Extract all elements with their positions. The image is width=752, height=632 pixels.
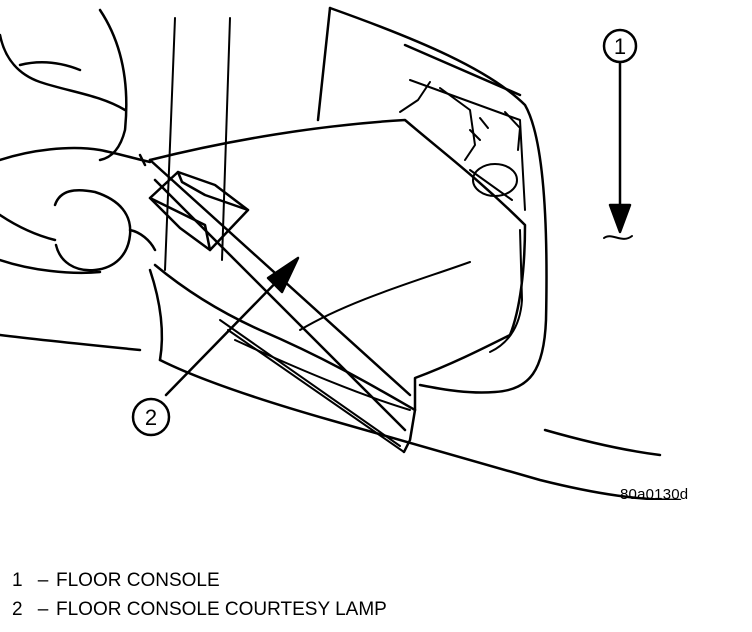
legend-item-2: 2–FLOOR CONSOLE COURTESY LAMP (12, 595, 387, 624)
legend-label: FLOOR CONSOLE COURTESY LAMP (56, 599, 387, 620)
console-side-panel (316, 6, 548, 394)
callout-legend: 1–FLOOR CONSOLE 2–FLOOR CONSOLE COURTESY… (12, 566, 387, 624)
callout-1: 1 (602, 28, 638, 240)
callout-2-circle (131, 397, 171, 437)
callout-1-number: 1 (614, 34, 626, 59)
legend-number: 2 (12, 599, 23, 620)
console-base-contour (0, 17, 682, 500)
courtesy-lamp-housing (138, 118, 527, 454)
callout-2-number: 2 (145, 405, 157, 430)
callout-1-arrowhead (608, 203, 632, 234)
legend-label: FLOOR CONSOLE (56, 570, 220, 591)
callout-2: 2 (131, 256, 300, 437)
console-illustration: 1 2 (0, 6, 682, 500)
callout-2-arrow-line (164, 266, 292, 397)
hand-holding-lamp (0, 8, 157, 275)
callout-2-arrowhead (266, 256, 300, 294)
legend-separator: – (37, 570, 49, 591)
legend-separator: – (37, 599, 49, 620)
legend-number: 1 (12, 570, 23, 591)
figure-id: 80a0130d (620, 486, 689, 503)
legend-item-1: 1–FLOOR CONSOLE (12, 566, 387, 595)
